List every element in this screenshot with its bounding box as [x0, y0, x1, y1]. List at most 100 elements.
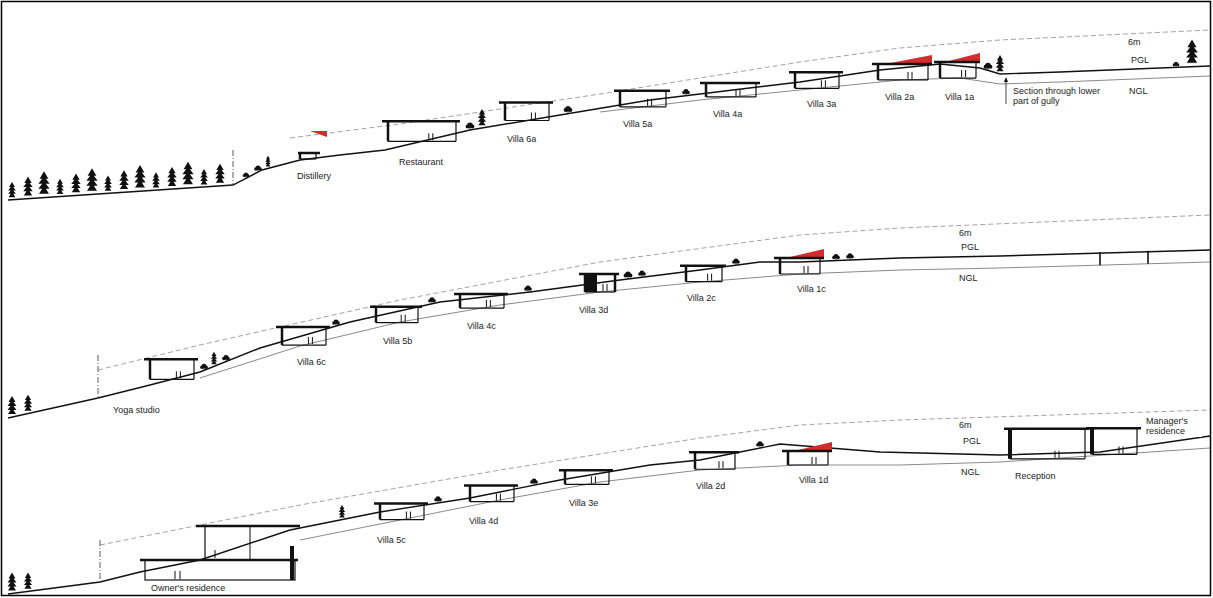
building-stroke — [614, 274, 617, 292]
building-stroke — [564, 470, 567, 484]
shrub — [682, 89, 690, 96]
shrub — [200, 364, 208, 371]
villa-label: Villa 4c — [466, 321, 497, 331]
villa-label: Villa 1d — [798, 475, 829, 485]
shrub — [1173, 62, 1180, 68]
villa-label: Villa 3a — [806, 99, 837, 109]
building-section — [689, 452, 739, 469]
natural-ground-line — [200, 262, 1210, 378]
building-section — [1086, 428, 1141, 454]
shrub — [564, 106, 573, 114]
building-stroke — [782, 450, 832, 453]
shrub — [434, 496, 442, 503]
height-limit-line — [290, 30, 1210, 138]
building-stroke — [619, 91, 622, 107]
conifer-tree — [152, 172, 160, 190]
building-stroke — [607, 284, 608, 291]
building-stroke — [940, 77, 976, 78]
solid-wall — [585, 274, 597, 292]
building-section — [934, 53, 980, 78]
building-stroke — [1119, 446, 1120, 453]
building-stroke — [665, 91, 666, 107]
building-stroke — [374, 502, 428, 505]
building-stroke — [379, 504, 382, 520]
conifer-tree — [215, 164, 224, 186]
building-stroke — [711, 274, 712, 281]
building-section — [276, 327, 330, 345]
shrub — [832, 254, 840, 261]
shrub — [984, 63, 993, 71]
conifer-tree — [182, 162, 193, 188]
building-stroke — [695, 469, 735, 470]
building-stroke — [1055, 451, 1056, 458]
building-stroke — [878, 79, 928, 80]
building-stroke — [382, 120, 460, 123]
shrub — [846, 253, 854, 260]
conifer-tree — [56, 179, 64, 197]
building-stroke — [513, 486, 514, 502]
building-section — [789, 72, 843, 88]
building-stroke — [531, 113, 532, 120]
height-label: 6m — [1127, 37, 1142, 47]
building-stroke — [144, 358, 198, 361]
height-label: 6m — [958, 420, 973, 430]
building-stroke — [1136, 428, 1137, 454]
shrub — [243, 173, 250, 179]
building-stroke — [719, 461, 720, 468]
building-stroke — [614, 90, 670, 93]
building-stroke — [1092, 454, 1137, 455]
building-section — [1004, 429, 1089, 459]
building-stroke — [376, 322, 418, 323]
building-stroke — [1004, 428, 1089, 431]
conifer-tree — [265, 156, 270, 169]
building-stroke — [470, 501, 514, 502]
building-label: Restaurant — [398, 157, 444, 167]
building-stroke — [428, 133, 429, 140]
building-label: Owner's residence — [150, 583, 226, 593]
building-stroke — [410, 512, 411, 519]
building-stroke — [176, 371, 177, 378]
building-stroke — [789, 71, 843, 74]
building-stroke — [706, 96, 756, 97]
building-stroke — [620, 106, 666, 107]
building-stroke — [469, 486, 472, 502]
building-stroke — [934, 61, 980, 64]
building-section — [579, 274, 619, 292]
building-stroke — [496, 494, 497, 501]
building-stroke — [707, 274, 708, 281]
shrub — [222, 355, 230, 362]
building-stroke — [975, 62, 976, 78]
building-stroke — [794, 72, 797, 88]
villa-label: Villa 4d — [468, 516, 499, 526]
building-stroke — [486, 300, 487, 307]
building-stroke — [180, 371, 181, 378]
roof-highlight — [790, 249, 824, 257]
shrub — [756, 441, 764, 448]
building-stroke — [579, 273, 619, 276]
proposed-ground-line — [8, 64, 1210, 200]
proposed-ground-line — [8, 436, 1210, 594]
conifer-tree — [119, 170, 128, 192]
building-stroke — [723, 461, 724, 468]
building-stroke — [651, 99, 652, 106]
building-stroke — [1090, 428, 1094, 454]
building-section — [680, 266, 726, 282]
post — [1099, 252, 1101, 265]
villa-label: Villa 5c — [376, 535, 407, 545]
building-stroke — [816, 457, 817, 464]
villa-label: Villa 2d — [695, 481, 726, 491]
building-section — [374, 504, 428, 520]
building-stroke — [965, 70, 966, 77]
roof-highlight — [891, 55, 933, 63]
building-section — [774, 249, 824, 274]
building-stroke — [380, 519, 424, 520]
building-stroke — [464, 484, 518, 487]
conifer-tree — [996, 55, 1004, 74]
ground-lines — [8, 30, 1210, 594]
building-stroke — [559, 469, 613, 472]
shrub — [524, 286, 532, 293]
building-stroke — [689, 451, 739, 454]
building-stroke — [1008, 429, 1012, 459]
building-section — [872, 55, 932, 80]
building-label: Section through lower part of gully — [1012, 86, 1114, 107]
